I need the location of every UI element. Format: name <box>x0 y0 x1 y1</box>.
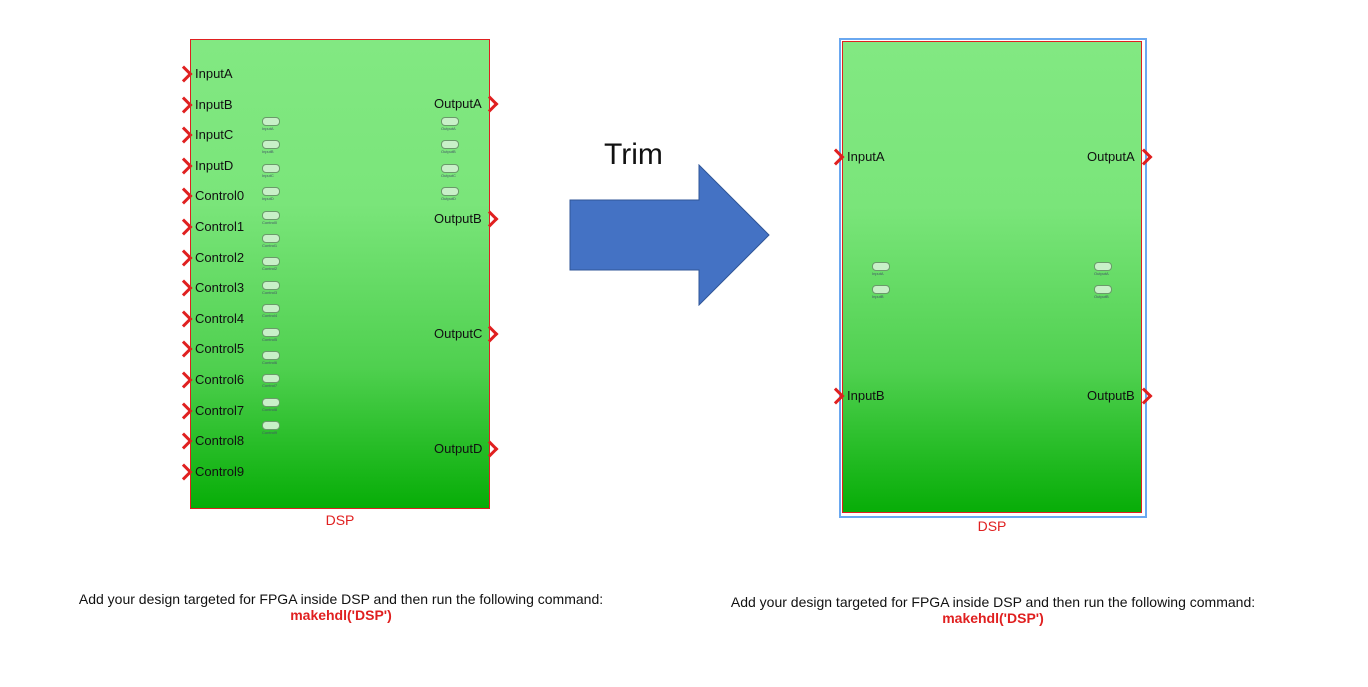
goto-tag-icon <box>262 140 280 150</box>
input-port-label: Control9 <box>195 463 245 479</box>
input-port-label: Control5 <box>195 341 245 357</box>
input-port-label: InputB <box>847 388 885 403</box>
output-port-label: OutputA <box>434 96 482 111</box>
goto-tag-label: Control4 <box>262 313 278 319</box>
goto-tag-label: Control0 <box>262 219 278 225</box>
goto-tag-icon <box>262 280 280 290</box>
goto-tag-label: Control9 <box>262 430 278 436</box>
makehdl-command: makehdl('DSP') <box>942 610 1044 626</box>
goto-tag-icon <box>262 187 280 197</box>
from-tag-label: OutputA <box>441 126 456 131</box>
from-tag-label: OutputB <box>441 149 456 155</box>
goto-tag-icon <box>262 397 280 407</box>
goto-tag-icon <box>262 257 280 267</box>
input-port-label: InputC <box>195 127 234 143</box>
goto-tag-label: Control6 <box>262 360 278 365</box>
right-arrow-icon <box>569 164 770 306</box>
goto-tag-icon <box>872 262 890 271</box>
goto-tag-label: InputA <box>872 271 884 276</box>
input-port-label: Control4 <box>195 310 245 326</box>
input-port-label: Control3 <box>195 280 245 296</box>
block-name: DSP <box>977 518 1007 534</box>
output-port-label: OutputB <box>434 211 482 226</box>
goto-tag-icon <box>262 351 280 360</box>
goto-tag-icon <box>262 210 280 220</box>
from-tag-label: OutputB <box>1094 294 1109 299</box>
from-tag-icon <box>1094 262 1112 271</box>
output-port-label: OutputD <box>434 441 483 456</box>
from-tag-icon <box>441 163 459 173</box>
goto-tag-icon <box>262 304 280 314</box>
goto-tag-label: InputB <box>872 294 884 299</box>
goto-tag-label: Control1 <box>262 243 278 248</box>
input-port-label: InputA <box>847 149 885 164</box>
input-port-label: Control2 <box>195 249 245 265</box>
from-tag-label: OutputA <box>1094 271 1109 276</box>
output-port-label: OutputA <box>1087 149 1135 164</box>
note-text: Add your design targeted for FPGA inside… <box>78 591 604 607</box>
instruction-note: Add your design targeted for FPGA inside… <box>31 591 651 623</box>
note-text: Add your design targeted for FPGA inside… <box>730 594 1256 610</box>
goto-tag-label: InputB <box>262 149 274 155</box>
makehdl-command: makehdl('DSP') <box>290 607 392 623</box>
block-name: DSP <box>325 512 355 528</box>
input-port-label: InputB <box>195 96 233 112</box>
goto-tag-icon <box>262 163 280 173</box>
input-port-label: Control7 <box>195 402 245 418</box>
from-tag-icon <box>441 187 459 197</box>
goto-tag-label: InputD <box>262 196 274 202</box>
from-tag-label: OutputD <box>441 196 456 202</box>
goto-tag-label: Control2 <box>262 266 278 272</box>
dsp-subsystem-trimmed[interactable] <box>842 41 1142 513</box>
input-port-label: InputA <box>195 66 233 81</box>
goto-tag-label: InputC <box>262 172 274 178</box>
goto-tag-label: Control5 <box>262 336 278 342</box>
goto-tag-icon <box>262 234 280 243</box>
goto-tag-icon <box>262 117 280 126</box>
from-tag-label: OutputC <box>441 172 456 178</box>
output-port-label: OutputB <box>1087 388 1135 403</box>
input-port-label: Control1 <box>195 219 245 234</box>
from-tag-icon <box>441 117 459 126</box>
goto-tag-icon <box>262 421 280 431</box>
goto-tag-label: InputA <box>262 126 274 131</box>
input-port-label: Control6 <box>195 372 245 387</box>
selection-highlight <box>839 38 1147 518</box>
input-port-label: InputD <box>195 157 234 173</box>
goto-tag-icon <box>262 327 280 337</box>
input-port-label: Control0 <box>195 188 245 204</box>
output-port-label: OutputC <box>434 326 483 341</box>
goto-tag-label: Control7 <box>262 383 278 389</box>
goto-tag-label: Control8 <box>262 406 278 412</box>
goto-tag-icon <box>262 374 280 384</box>
input-port-label: Control8 <box>195 433 245 449</box>
from-tag-icon <box>441 140 459 150</box>
trim-label: Trim <box>604 138 663 171</box>
dsp-subsystem-original[interactable] <box>190 39 490 509</box>
goto-tag-icon <box>872 285 890 294</box>
instruction-note: Add your design targeted for FPGA inside… <box>683 594 1303 626</box>
goto-tag-label: Control3 <box>262 289 278 295</box>
from-tag-icon <box>1094 285 1112 294</box>
